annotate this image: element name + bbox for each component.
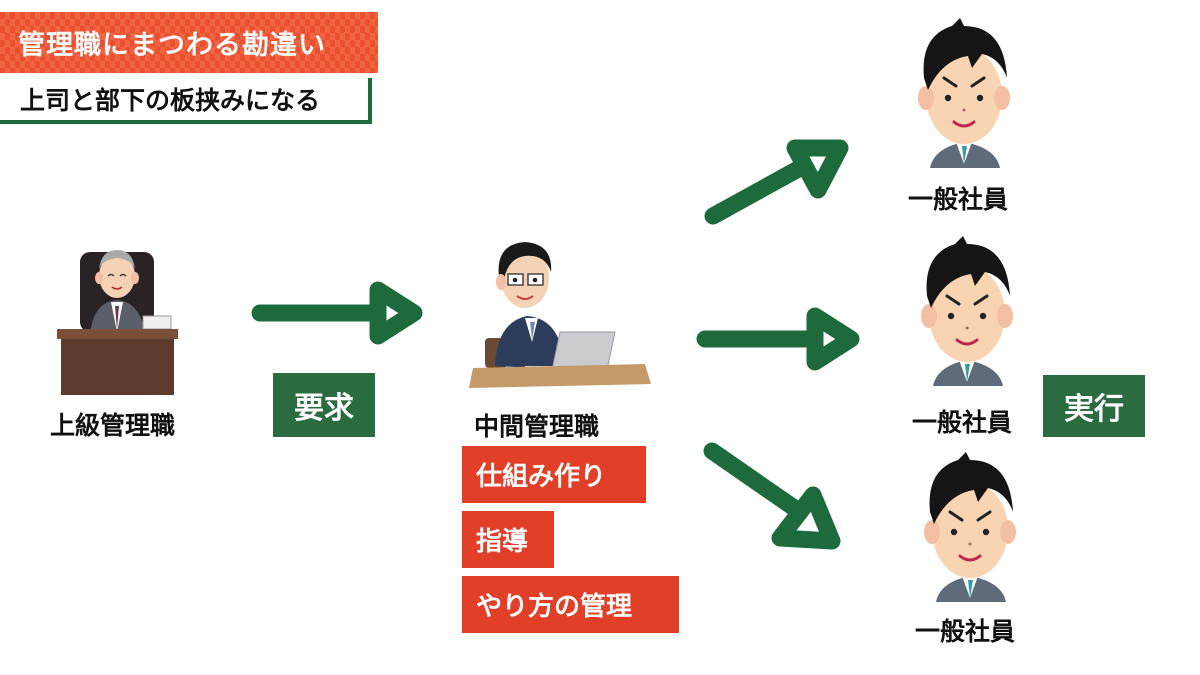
senior-manager-label: 上級管理職 [50,411,176,440]
employee-face-icon [921,236,1013,386]
execute-tag-text: 実行 [1064,392,1124,427]
executive-at-desk-icon [57,250,178,395]
role-tag-text: やり方の管理 [476,592,633,622]
arrow-to-employee-2 [696,307,860,371]
role-tag-text: 仕組み作り [476,462,607,492]
middle-manager-figure [465,236,655,396]
middle-manager-label: 中間管理職 [474,412,600,441]
request-tag: 要求 [273,373,375,437]
subtitle-text: 上司と部下の板挟みになる [20,86,321,115]
employee-figure-2 [915,236,1020,386]
employee-figure-1 [912,18,1017,168]
request-tag-text: 要求 [294,391,354,426]
role-tag-guidance: 指導 [462,511,554,568]
employee-label-1: 一般社員 [908,185,1009,214]
employee-label-3: 一般社員 [915,617,1016,646]
role-tag-system-building: 仕組み作り [462,446,646,503]
senior-manager-figure [55,240,180,398]
title-banner: 管理職にまつわる勘違い [0,12,378,73]
employee-figure-3 [918,452,1023,602]
employee-face-icon [918,18,1010,168]
employee-label-2: 一般社員 [912,408,1013,437]
role-tag-text: 指導 [476,527,529,557]
arrow-to-employee-1 [704,139,849,225]
role-tag-method-management: やり方の管理 [462,576,679,633]
arrow-to-employee-3 [703,442,841,550]
title-text: 管理職にまつわる勘違い [18,30,326,61]
manager-with-laptop-icon [469,242,651,388]
employee-face-icon [924,452,1016,602]
execute-tag: 実行 [1043,375,1145,437]
arrow-request [251,281,423,345]
subtitle-box: 上司と部下の板挟みになる [0,78,372,124]
